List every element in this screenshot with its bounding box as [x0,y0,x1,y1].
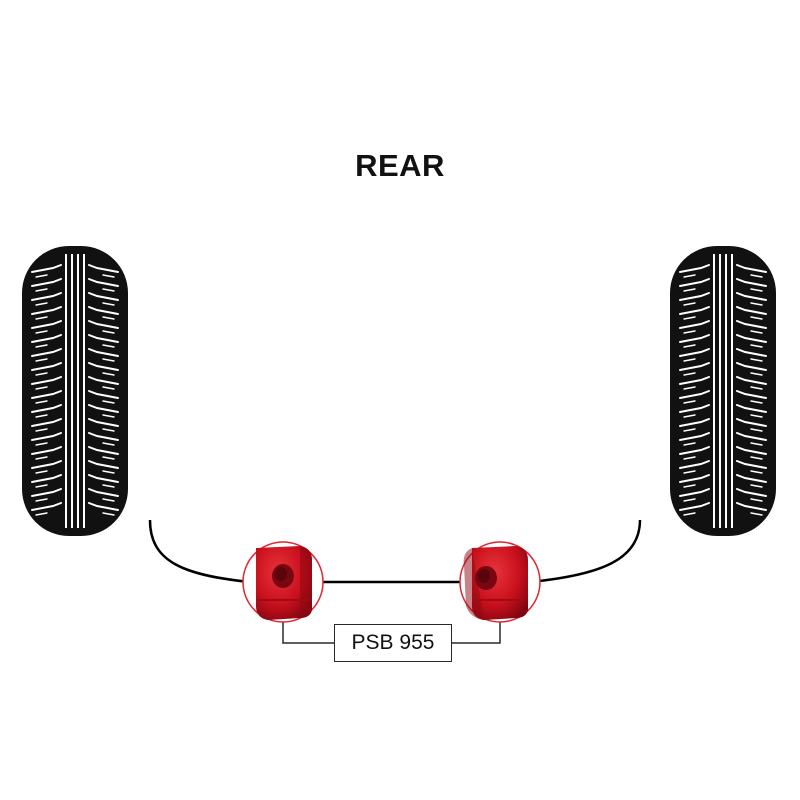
leader-line-right [452,618,501,644]
right-tyre [670,246,776,536]
part-number-label: PSB 955 [334,624,452,662]
bushing-left [242,541,324,623]
diagram-title: REAR [355,148,445,183]
anti-roll-bar [148,519,642,584]
left-tyre [22,246,128,536]
bushing-right [459,541,541,623]
leader-lines [282,618,501,644]
leader-line-left [282,618,334,644]
